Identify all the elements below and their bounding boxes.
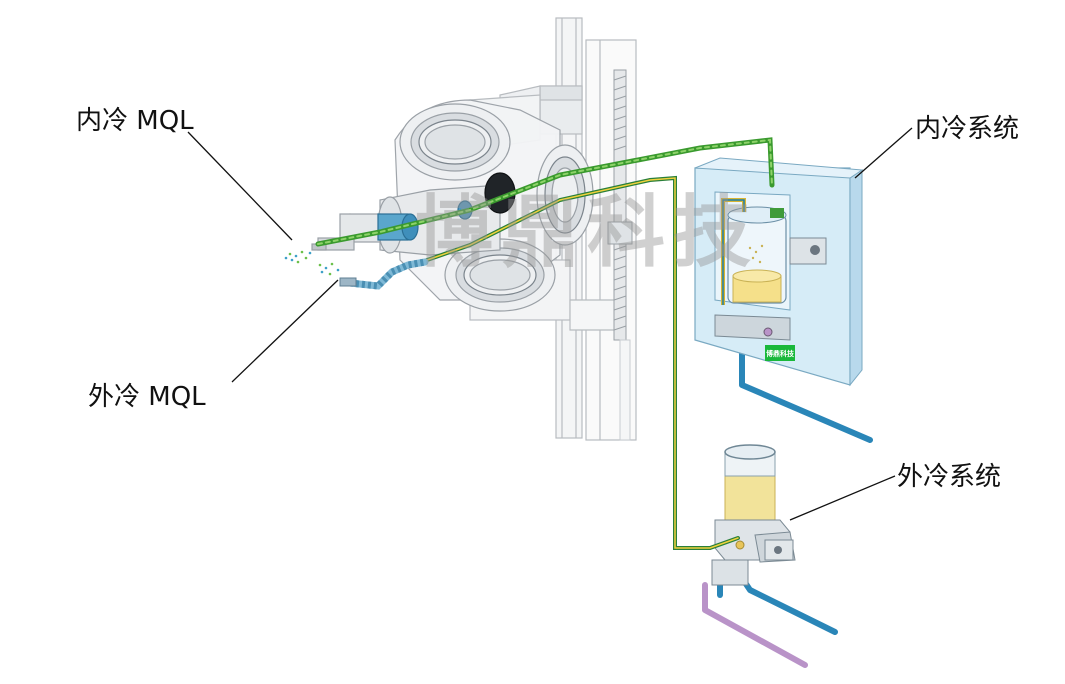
internal-mql-label: 内冷 MQL <box>76 106 194 136</box>
external-system-label: 外冷系统 <box>897 462 1002 492</box>
unit-logo-text: 博鼎科技 <box>766 349 795 358</box>
leader-lines <box>187 127 913 521</box>
internal-system-label: 内冷系统 <box>915 114 1020 144</box>
mql-mist-spray <box>284 244 764 276</box>
external-mql-label: 外冷 MQL <box>88 382 206 412</box>
watermark: 博鼎科技 <box>415 188 760 278</box>
ball-screw <box>607 69 633 441</box>
mql-feed-lines <box>315 137 775 550</box>
external-cooling-unit <box>711 444 796 586</box>
internal-cooling-unit <box>694 157 864 387</box>
external-nozzle-hose <box>339 258 429 290</box>
